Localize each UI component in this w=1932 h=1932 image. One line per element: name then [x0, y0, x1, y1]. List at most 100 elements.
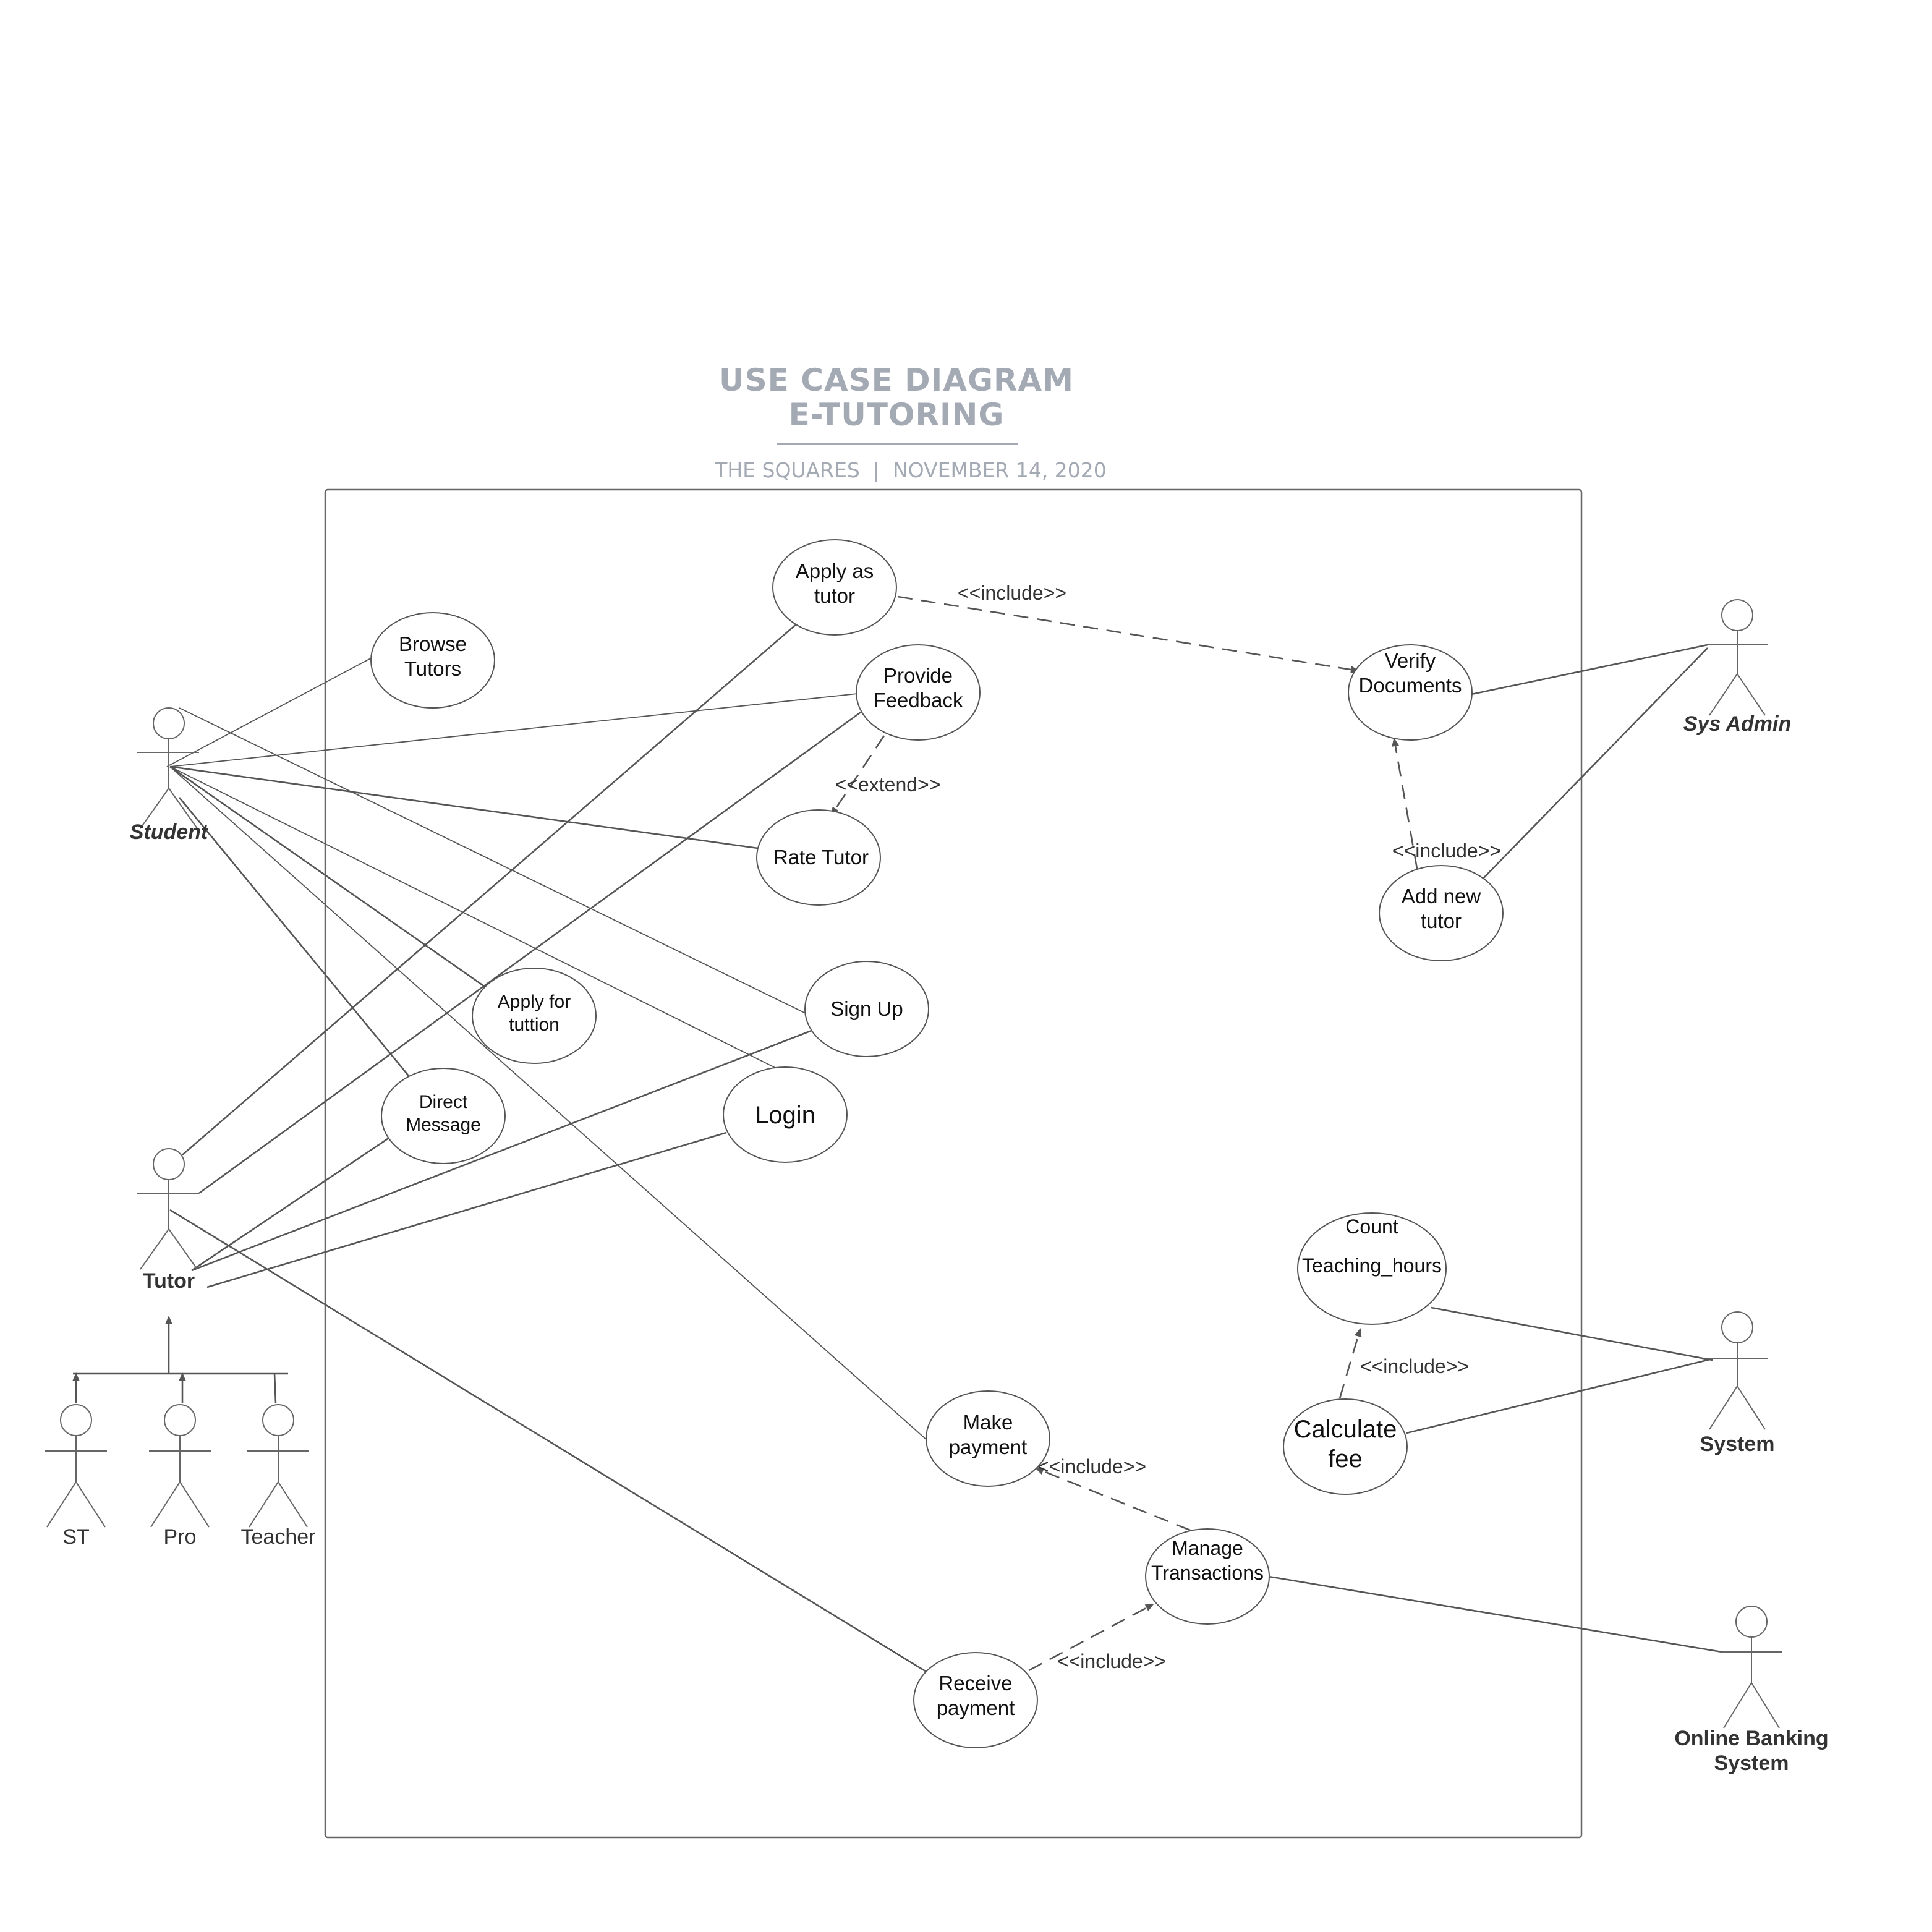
- usecase-direct-message[interactable]: Direct Message: [381, 1068, 506, 1164]
- diagram-subtitle: THE SQUARES | NOVEMBER 14, 2020: [714, 458, 1107, 482]
- assoc-student-direct-message: [178, 797, 412, 1079]
- assoc-student-browse-tutors: [166, 656, 375, 767]
- usecase-add-new-tutor[interactable]: Add new tutor: [1379, 865, 1504, 961]
- assoc-tutor-apply-as-tutor: [182, 623, 798, 1155]
- usecase-count-teaching-hours[interactable]: Count Teaching_hours: [1297, 1212, 1447, 1325]
- assoc-sysadmin-verify-documents: [1471, 644, 1708, 696]
- usecase-count-teaching-hours-line1: Count: [1345, 1215, 1398, 1238]
- usecase-verify-documents-line2: Documents: [1359, 674, 1462, 697]
- assoc-tutor-sign-up: [191, 1028, 815, 1272]
- label-include-manage-makepayment: <<include>>: [1037, 1455, 1146, 1478]
- actor-online-banking-system[interactable]: Online Banking System: [1674, 1606, 1829, 1775]
- actor-tutor[interactable]: Tutor: [137, 1148, 199, 1293]
- assoc-student-provide-feedback: [169, 693, 858, 767]
- dependency-arrows: [830, 595, 1418, 1672]
- actor-online-banking-label-line1: Online Banking: [1674, 1727, 1828, 1750]
- actor-pro-label: Pro: [164, 1525, 197, 1549]
- usecase-browse-tutors[interactable]: Browse Tutors: [370, 612, 495, 709]
- stick-figure-icon: [137, 1148, 199, 1270]
- stick-figure-icon: [1708, 599, 1768, 716]
- assoc-sysadmin-add-new-tutor: [1480, 647, 1708, 882]
- diagram-title-line1: USE CASE DIAGRAM: [719, 362, 1074, 398]
- actor-tutor-label: Tutor: [143, 1269, 195, 1293]
- actor-system[interactable]: System: [1700, 1311, 1775, 1456]
- assoc-banking-manage-transactions: [1268, 1575, 1722, 1653]
- assoc-student-apply-for-tuition: [169, 765, 489, 990]
- label-include-calcfee-count: <<include>>: [1360, 1355, 1469, 1377]
- usecase-apply-for-tuition[interactable]: Apply for tuttion: [472, 968, 597, 1064]
- usecase-add-new-tutor-line2: tutor: [1421, 909, 1462, 932]
- assoc-tutor-receive-payment: [169, 1209, 928, 1674]
- include-calcfee-count: [1338, 1328, 1362, 1399]
- usecase-sign-up[interactable]: Sign Up: [804, 961, 929, 1057]
- actor-teacher[interactable]: Teacher: [241, 1404, 316, 1549]
- actor-student-label: Student: [130, 820, 209, 844]
- generalization-line-teacher: [273, 1373, 277, 1404]
- use-cases: Apply as tutor Browse Tutors Provide Fee…: [370, 539, 1504, 1748]
- usecase-apply-for-tuition-line2: tuttion: [509, 1015, 560, 1035]
- stick-figure-icon: [247, 1404, 309, 1528]
- label-include-apply-verify: <<include>>: [958, 582, 1066, 604]
- stick-figure-icon: [45, 1404, 107, 1528]
- usecase-manage-transactions[interactable]: Manage Transactions: [1145, 1528, 1270, 1625]
- stick-figure-icon: [1708, 1311, 1768, 1430]
- stick-figure-icon: [149, 1404, 211, 1528]
- usecase-apply-for-tuition-line1: Apply for: [498, 992, 571, 1012]
- usecase-calculate-fee-line2: fee: [1328, 1445, 1363, 1473]
- actor-system-label: System: [1700, 1432, 1775, 1456]
- actor-student[interactable]: Student: [130, 707, 209, 844]
- extend-feedback-rate: [830, 735, 885, 816]
- usecase-provide-feedback-line1: Provide: [883, 664, 953, 687]
- usecase-login[interactable]: Login: [723, 1066, 848, 1163]
- system-boundary: [324, 488, 1583, 1839]
- usecase-manage-transactions-line1: Manage: [1172, 1537, 1243, 1559]
- usecase-verify-documents[interactable]: Verify Documents: [1348, 644, 1473, 741]
- usecase-calculate-fee-line1: Calculate: [1294, 1416, 1397, 1443]
- actor-st-label: ST: [62, 1525, 89, 1549]
- diagram-header: USE CASE DIAGRAM E-TUTORING THE SQUARES …: [714, 362, 1107, 482]
- usecase-apply-as-tutor[interactable]: Apply as tutor: [772, 539, 897, 636]
- actor-st[interactable]: ST: [45, 1404, 107, 1549]
- usecase-make-payment[interactable]: Make payment: [926, 1390, 1050, 1487]
- assoc-tutor-direct-message: [191, 1136, 390, 1272]
- assoc-student-rate-tutor: [169, 765, 759, 849]
- usecase-make-payment-line1: Make: [963, 1411, 1013, 1434]
- label-include-addtutor-verify: <<include>>: [1392, 840, 1501, 862]
- association-lines: [166, 623, 1722, 1674]
- include-apply-verify: [897, 595, 1360, 674]
- usecase-browse-tutors-line2: Tutors: [404, 657, 461, 680]
- usecase-provide-feedback[interactable]: Provide Feedback: [856, 644, 981, 741]
- assoc-student-sign-up: [179, 707, 807, 1015]
- usecase-make-payment-line2: payment: [949, 1436, 1028, 1458]
- assoc-student-make-payment: [169, 766, 928, 1441]
- usecase-apply-as-tutor-line1: Apply as: [796, 560, 874, 582]
- usecase-rate-tutor[interactable]: Rate Tutor: [756, 809, 881, 906]
- assoc-system-count-teaching-hours: [1431, 1306, 1713, 1361]
- usecase-count-teaching-hours-line2: Teaching_hours: [1302, 1254, 1442, 1277]
- usecase-apply-as-tutor-line2: tutor: [814, 584, 855, 607]
- usecase-browse-tutors-line1: Browse: [399, 632, 467, 655]
- diagram-title-line2: E-TUTORING: [789, 397, 1005, 433]
- assoc-tutor-login: [206, 1131, 727, 1288]
- usecase-rate-tutor-line1: Rate Tutor: [773, 846, 869, 869]
- usecase-direct-message-line1: Direct: [419, 1092, 468, 1112]
- label-extend-feedback-rate: <<extend>>: [835, 773, 941, 796]
- usecase-add-new-tutor-line1: Add new: [1402, 885, 1481, 908]
- actor-pro[interactable]: Pro: [149, 1404, 211, 1549]
- assoc-tutor-provide-feedback: [198, 710, 863, 1194]
- stick-figure-icon: [1722, 1606, 1782, 1729]
- include-manage-makepayment: [1035, 1467, 1191, 1531]
- usecase-receive-payment-line1: Receive: [938, 1672, 1012, 1695]
- usecase-direct-message-line2: Message: [406, 1115, 481, 1135]
- usecase-provide-feedback-line2: Feedback: [874, 689, 963, 712]
- usecase-receive-payment[interactable]: Receive payment: [913, 1652, 1038, 1748]
- actor-online-banking-label-line2: System: [1714, 1751, 1789, 1775]
- actor-sys-admin[interactable]: Sys Admin: [1683, 599, 1791, 736]
- actors: Student Tutor Sys Admin: [45, 599, 1829, 1775]
- stick-figure-icon: [137, 707, 199, 829]
- usecase-calculate-fee[interactable]: Calculate fee: [1283, 1398, 1408, 1495]
- usecase-login-line1: Login: [755, 1102, 815, 1129]
- assoc-system-calculate-fee: [1406, 1358, 1713, 1434]
- actor-sys-admin-label: Sys Admin: [1683, 712, 1791, 736]
